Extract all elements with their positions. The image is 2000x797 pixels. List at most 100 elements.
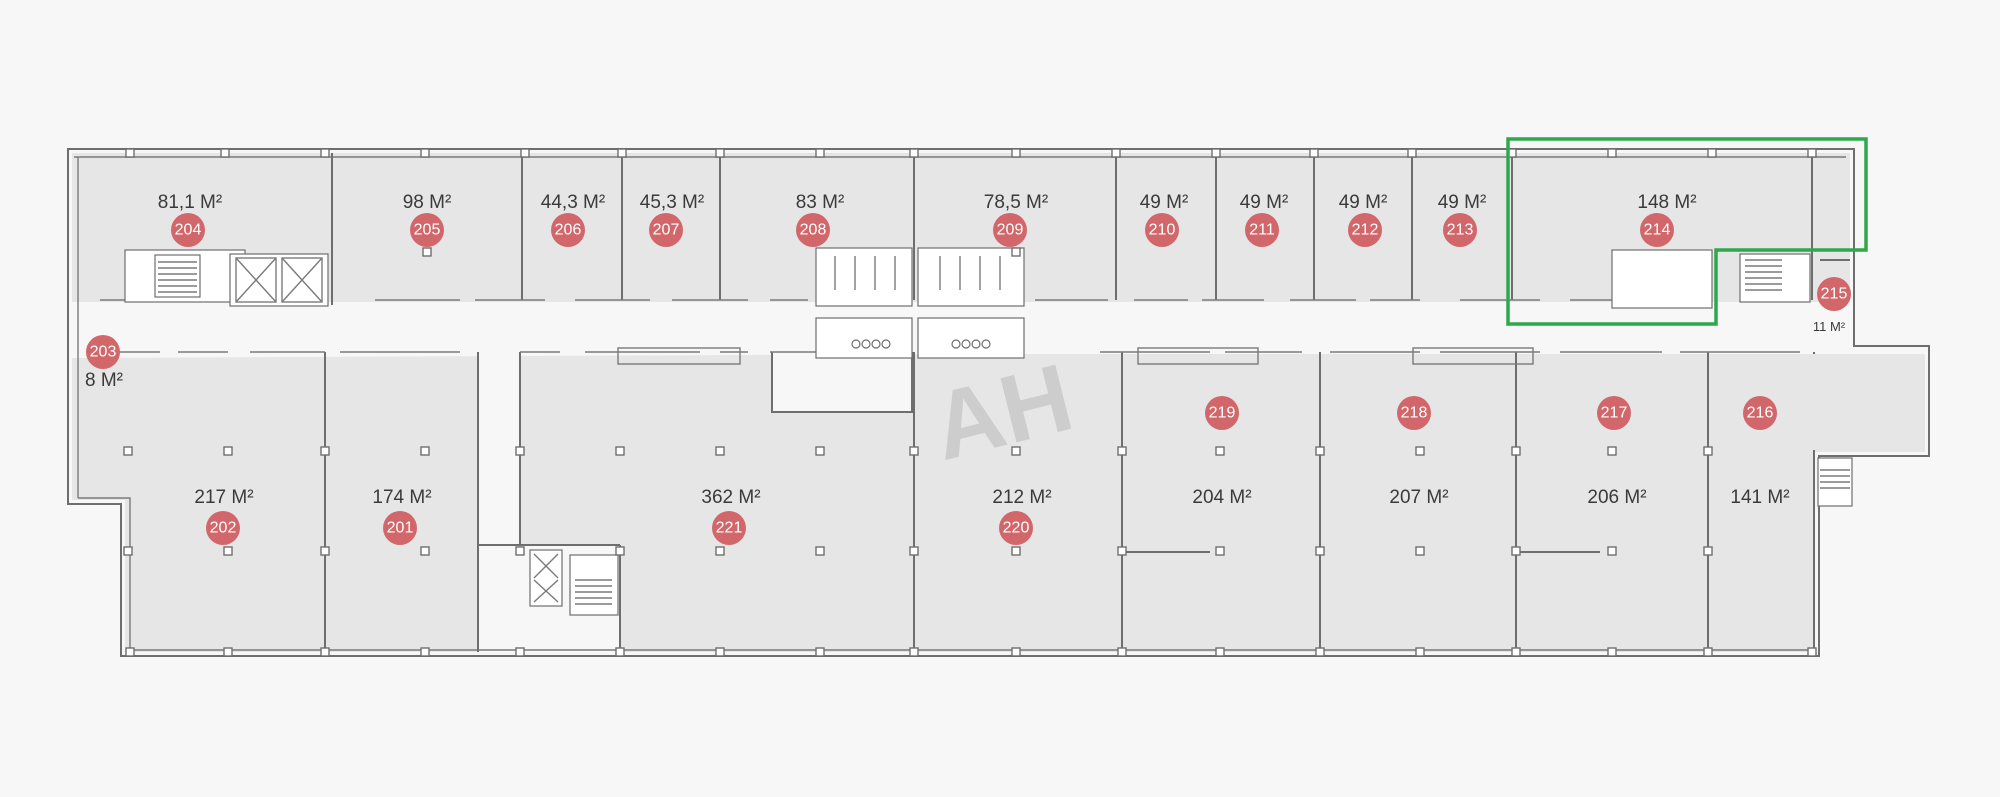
unit-area-label: 11 М²: [1813, 319, 1846, 334]
pillar: [223, 647, 233, 657]
unit-213[interactable]: 49 М² 213: [1438, 192, 1487, 247]
pillar: [422, 247, 432, 257]
unit-number-badge[interactable]: [1743, 396, 1777, 430]
pillar: [615, 647, 625, 657]
unit-number-label: 220: [1003, 520, 1030, 537]
unit-area-label: 148 М²: [1637, 192, 1696, 213]
unit-number-badge[interactable]: [1145, 213, 1179, 247]
unit-area-label: 8 М²: [85, 370, 123, 391]
unit-number-badge[interactable]: [86, 335, 120, 369]
pillar: [617, 148, 627, 158]
pillar: [420, 446, 430, 456]
pillar: [1703, 546, 1713, 556]
unit-number-badge[interactable]: [993, 213, 1027, 247]
unit-number-badge[interactable]: [1443, 213, 1477, 247]
pillar: [815, 647, 825, 657]
unit-number-label: 213: [1447, 222, 1474, 239]
unit-number-badge[interactable]: [1597, 396, 1631, 430]
unit-area-label: 49 М²: [1339, 192, 1388, 213]
unit-number-label: 210: [1149, 222, 1176, 239]
unit-216[interactable]: 141 М² 216: [1730, 396, 1790, 508]
pillar: [515, 446, 525, 456]
unit-area-label: 362 М²: [701, 487, 760, 508]
pillar: [1111, 148, 1121, 158]
selected-unit-outline[interactable]: [1506, 137, 1868, 326]
pillar: [1607, 446, 1617, 456]
pillar: [515, 546, 525, 556]
pillar: [1607, 148, 1617, 158]
stair-core-bottom: [529, 549, 619, 616]
unit-number-badge[interactable]: [171, 213, 205, 247]
unit-number-badge[interactable]: [796, 213, 830, 247]
unit-number-badge[interactable]: [551, 213, 585, 247]
pillar: [1215, 546, 1225, 556]
pillar: [125, 647, 135, 657]
pillar: [320, 647, 330, 657]
pillar: [1215, 446, 1225, 456]
pillar: [1707, 148, 1717, 158]
pillar: [909, 446, 919, 456]
unit-number-badge[interactable]: [1397, 396, 1431, 430]
pillar: [1011, 546, 1021, 556]
pillar: [1011, 247, 1021, 257]
pillar: [1315, 446, 1325, 456]
unit-area-label: 45,3 М²: [640, 192, 704, 213]
unit-number-badge[interactable]: [1640, 213, 1674, 247]
pillar: [1511, 647, 1521, 657]
pillar: [909, 647, 919, 657]
unit-area-label: 78,5 М²: [984, 192, 1048, 213]
pillar: [715, 148, 725, 158]
pillar: [615, 546, 625, 556]
pillar: [123, 546, 133, 556]
unit-number-label: 216: [1747, 405, 1774, 422]
unit-number-badge[interactable]: [1205, 396, 1239, 430]
unit-number-badge[interactable]: [649, 213, 683, 247]
pillar: [1315, 546, 1325, 556]
restrooms: [815, 247, 1025, 359]
pillar: [1309, 148, 1319, 158]
pillar: [1511, 546, 1521, 556]
unit-area-label: 141 М²: [1730, 487, 1789, 508]
unit-number-badge[interactable]: [410, 213, 444, 247]
unit-number-badge[interactable]: [1245, 213, 1279, 247]
pillar: [1415, 546, 1425, 556]
pillar: [1011, 446, 1021, 456]
pillar: [1117, 546, 1127, 556]
pillar: [320, 546, 330, 556]
stair-core-right: [1611, 249, 1853, 507]
unit-number-badge[interactable]: [383, 511, 417, 545]
pillar: [715, 647, 725, 657]
unit-area-label: 49 М²: [1438, 192, 1487, 213]
unit-number-badge[interactable]: [1348, 213, 1382, 247]
unit-number-badge[interactable]: [999, 511, 1033, 545]
partitions: [324, 153, 1850, 652]
unit-area-label: 44,3 М²: [541, 192, 605, 213]
unit-number-badge[interactable]: [712, 511, 746, 545]
pillar: [815, 546, 825, 556]
pillar: [909, 546, 919, 556]
unit-number-badge[interactable]: [206, 511, 240, 545]
unit-number-badge[interactable]: [1817, 277, 1851, 311]
unit-number-label: 205: [414, 222, 441, 239]
